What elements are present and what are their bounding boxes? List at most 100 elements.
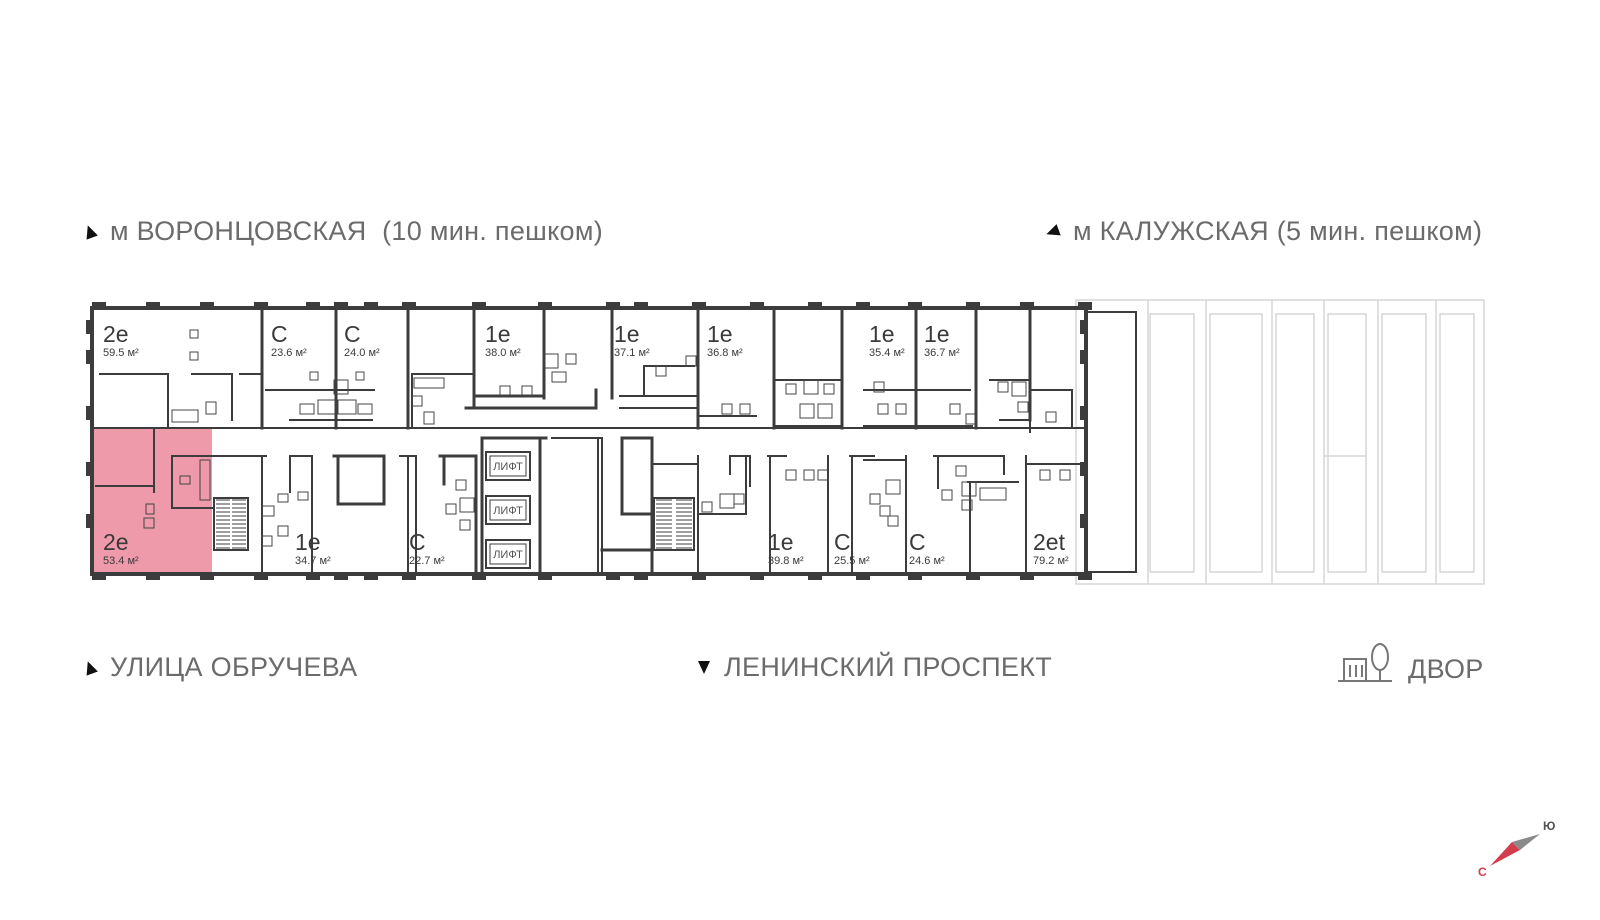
plumbing-fixture [357, 403, 373, 415]
plumbing-fixture [685, 355, 697, 367]
lift-label: ЛИФТ [493, 549, 523, 561]
plumbing-fixture [949, 403, 961, 415]
window-mullion [538, 572, 552, 580]
plumbing-fixture [317, 399, 337, 415]
apartment-area: 34.7 м² [295, 555, 331, 567]
plumbing-fixture [721, 403, 733, 415]
window-mullion [364, 302, 378, 310]
window-mullions [86, 302, 1092, 580]
compass-south-arrow [1512, 834, 1540, 850]
apartment-type[interactable]: С [909, 529, 926, 555]
apartment-area: 35.4 м² [869, 347, 905, 359]
window-mullion [402, 302, 416, 310]
apartment-area: 25.5 м² [834, 555, 870, 567]
window-mullion [606, 572, 620, 580]
apartment-area: 79.2 м² [1033, 555, 1069, 567]
plumbing-fixture [145, 503, 155, 515]
apartment-area: 38.0 м² [485, 347, 521, 359]
window-mullion [1080, 406, 1088, 420]
window-mullion [92, 572, 106, 580]
plumbing-fixture [179, 475, 191, 485]
window-mullion [1080, 320, 1088, 334]
apartment-type[interactable]: С [271, 321, 288, 347]
plumbing-fixture [879, 505, 891, 517]
window-mullion [692, 572, 706, 580]
plumbing-fixture [887, 515, 899, 527]
window-mullion [146, 572, 160, 580]
plumbing-fixture [261, 535, 273, 547]
plumbing-fixture [997, 381, 1009, 393]
plumbing-fixture [143, 517, 155, 529]
window-mullion [634, 572, 648, 580]
window-mullion [1080, 350, 1088, 364]
window-mullion [856, 302, 870, 310]
plumbing-fixture [333, 379, 349, 395]
apartment-type[interactable]: С [409, 529, 426, 555]
plumbing-fixture [941, 489, 953, 501]
plumbing-fixture [823, 383, 835, 395]
apartment-area: 23.6 м² [271, 347, 307, 359]
apartment-area: 53.4 м² [103, 555, 139, 567]
window-mullion [86, 514, 94, 528]
plumbing-fixture [955, 465, 967, 477]
courtyard-icon [1338, 642, 1392, 682]
apartment-type[interactable]: С [344, 321, 361, 347]
window-mullion [472, 572, 486, 580]
plumbing-fixture [411, 395, 423, 407]
apartment-area: 59.5 м² [103, 347, 139, 359]
apartment-type[interactable]: С [834, 529, 851, 555]
apartment-type[interactable]: 2e [103, 321, 129, 347]
plumbing-fixture [877, 403, 889, 415]
direction-obrucheva: УЛИЦА ОБРУЧЕВА [82, 652, 358, 683]
apartment-type[interactable]: 1e [485, 321, 511, 347]
window-mullion [254, 572, 268, 580]
plumbing-fixture [205, 401, 217, 415]
window-mullion [86, 320, 94, 334]
apartment-area: 36.8 м² [707, 347, 743, 359]
window-mullion [1020, 302, 1034, 310]
lift-label: ЛИФТ [493, 461, 523, 473]
plumbing-fixture [1045, 411, 1057, 423]
window-mullion [146, 302, 160, 310]
plumbing-fixture [869, 493, 881, 505]
plumbing-fixture [873, 381, 885, 393]
plumbing-fixture [171, 409, 199, 423]
window-mullion [966, 572, 980, 580]
direction-kaluzhskaya-text: м КАЛУЖСКАЯ (5 мин. пешком) [1073, 216, 1483, 246]
plumbing-fixture [701, 501, 713, 513]
walls [90, 306, 1137, 576]
window-mullion [856, 572, 870, 580]
apartment-type[interactable]: 1e [614, 321, 640, 347]
apartment-type[interactable]: 1e [295, 529, 321, 555]
apartment-type[interactable]: 2et [1033, 529, 1066, 555]
apartment-area: 37.1 м² [614, 347, 650, 359]
apartment-type[interactable]: 1e [924, 321, 950, 347]
sanitary-fixtures [143, 329, 1071, 547]
plumbing-fixture [1039, 469, 1051, 481]
direction-dvor-text: ДВОР [1408, 654, 1484, 684]
window-mullion [750, 302, 764, 310]
apartment-type[interactable]: 1e [707, 321, 733, 347]
window-mullion [86, 406, 94, 420]
plumbing-fixture [895, 403, 907, 415]
window-mullion [86, 462, 94, 476]
plumbing-fixture [543, 353, 559, 369]
apartment-type[interactable]: 1e [869, 321, 895, 347]
plumbing-fixture [499, 385, 511, 397]
direction-leninsky-text: ЛЕНИНСКИЙ ПРОСПЕКТ [724, 652, 1053, 682]
plumbing-fixture [803, 469, 815, 481]
plumbing-fixture [799, 403, 815, 419]
plumbing-fixture [1059, 469, 1071, 481]
direction-voroncovskaya: м ВОРОНЦОВСКАЯ (10 мин. пешком) [82, 216, 603, 247]
compass-south-label: Ю [1543, 819, 1555, 833]
plumbing-fixture [299, 403, 315, 415]
apartment-type[interactable]: 1e [768, 529, 794, 555]
apartment-type[interactable]: 2e [103, 529, 129, 555]
plumbing-fixture [455, 479, 467, 491]
window-mullion [472, 302, 486, 310]
plumbing-fixture [459, 519, 471, 531]
apartment-area: 22.7 м² [409, 555, 445, 567]
direction-obrucheva-text: УЛИЦА ОБРУЧЕВА [110, 652, 358, 682]
plumbing-fixture [445, 503, 457, 515]
